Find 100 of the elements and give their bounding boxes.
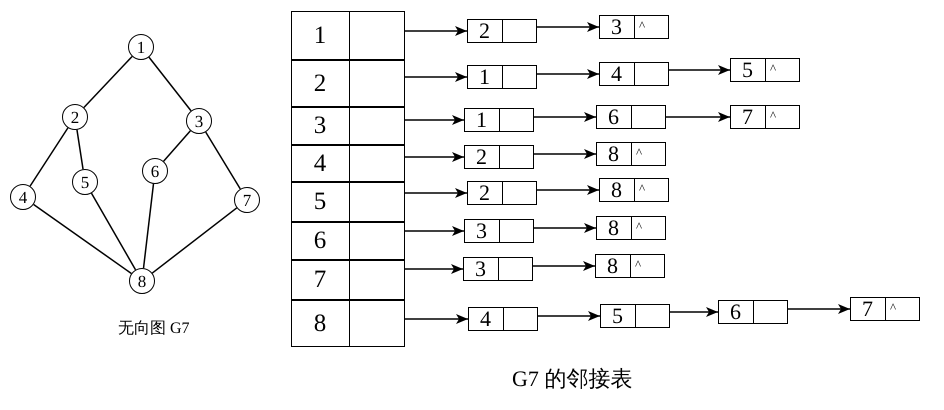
vertex-circle (142, 158, 168, 184)
arrow (666, 112, 730, 122)
list-node (464, 219, 534, 243)
arrow (405, 26, 467, 36)
list-node (595, 254, 665, 278)
adjacent-vertex: 5 (611, 305, 624, 327)
null-pointer: ^ (638, 17, 646, 35)
arrow (405, 314, 468, 324)
vertex-number: 6 (312, 226, 328, 256)
null-pointer: ^ (634, 144, 644, 162)
graph-caption: 无向图 G7 (118, 319, 190, 339)
adjacent-vertex: 1 (475, 109, 488, 131)
adjacent-vertex: 5 (741, 59, 754, 81)
list-node (850, 297, 920, 321)
list-node (468, 307, 538, 331)
arrow (537, 69, 599, 79)
edge-line (29, 128, 69, 186)
list-node (596, 105, 666, 129)
arrow (788, 304, 850, 314)
arrow (405, 188, 467, 198)
vertex-number: 4 (312, 148, 328, 178)
arrow (534, 112, 596, 122)
list-node (730, 58, 800, 82)
table-row (291, 145, 405, 182)
vertex-circle (129, 268, 155, 294)
arrow (537, 185, 599, 195)
null-pointer: ^ (768, 107, 778, 125)
table-row (291, 300, 405, 347)
list-node (464, 108, 534, 132)
vertex-number: 3 (194, 112, 204, 130)
arrow (670, 307, 718, 317)
adjacent-vertex: 6 (607, 106, 620, 128)
vertex-number: 7 (242, 192, 252, 208)
edge-line (142, 184, 154, 268)
arrow (405, 72, 467, 82)
table-row (291, 260, 405, 300)
vertex-circle (62, 104, 88, 130)
edge-line (83, 56, 133, 108)
adjacent-vertex: 2 (478, 20, 491, 42)
adjacent-vertex: 3 (610, 16, 623, 38)
adjacent-vertex: 2 (478, 182, 491, 204)
list-node (467, 65, 537, 89)
table-row (291, 60, 405, 107)
adjacent-vertex: 8 (607, 143, 620, 165)
arrow (537, 22, 599, 32)
vertex-number: 8 (138, 272, 146, 290)
vertex-circle (10, 184, 36, 210)
null-pointer: ^ (634, 256, 642, 274)
edge-line (205, 132, 241, 190)
adjacent-vertex: 8 (606, 255, 619, 277)
null-pointer: ^ (638, 180, 646, 198)
vertex-circle (186, 108, 212, 134)
list-node (600, 304, 670, 328)
vertex-number: 1 (312, 20, 328, 50)
vertex-number: 5 (80, 174, 90, 190)
arrow (534, 149, 596, 159)
list-node (464, 145, 534, 169)
null-pointer: ^ (768, 60, 778, 78)
table-row (291, 222, 405, 260)
vertex-number: 6 (150, 162, 160, 180)
arrow (405, 152, 464, 162)
arrow (405, 264, 463, 274)
vertex-number: 2 (70, 108, 80, 126)
arrow (405, 115, 464, 125)
arrow (669, 65, 730, 75)
vertex-circle (128, 34, 154, 60)
adjacent-vertex: 3 (475, 220, 488, 242)
edge-line (148, 56, 192, 112)
adjacent-vertex: 8 (610, 179, 623, 201)
list-node (718, 300, 788, 324)
table-row (291, 11, 405, 60)
list-node (463, 257, 533, 281)
null-pointer: ^ (888, 299, 898, 317)
vertex-circle (72, 169, 98, 195)
edge-line (152, 207, 238, 274)
list-node (730, 105, 800, 129)
adjacent-vertex: 4 (479, 308, 492, 330)
edge-line (33, 204, 132, 274)
edge-line (163, 130, 191, 162)
list-node (596, 216, 666, 240)
adjacent-vertex: 1 (478, 66, 491, 88)
arrow (538, 311, 600, 321)
edge-line (90, 192, 136, 270)
adjacent-vertex: 7 (741, 106, 754, 128)
vertex-number: 2 (312, 68, 328, 98)
list-node (596, 142, 666, 166)
adjacent-vertex: 4 (610, 63, 623, 85)
edge-line (76, 130, 84, 170)
list-node (599, 62, 669, 86)
table-row (291, 107, 405, 145)
null-pointer: ^ (634, 218, 644, 236)
list-node (599, 178, 669, 202)
arrow (405, 226, 464, 236)
vertex-number: 8 (312, 308, 328, 338)
vertex-number: 1 (136, 38, 146, 56)
adjacent-vertex: 7 (861, 298, 874, 320)
table-row (291, 182, 405, 222)
adjacent-vertex: 6 (729, 301, 742, 323)
adjacent-vertex: 2 (475, 146, 488, 168)
vertex-number: 7 (312, 265, 328, 295)
